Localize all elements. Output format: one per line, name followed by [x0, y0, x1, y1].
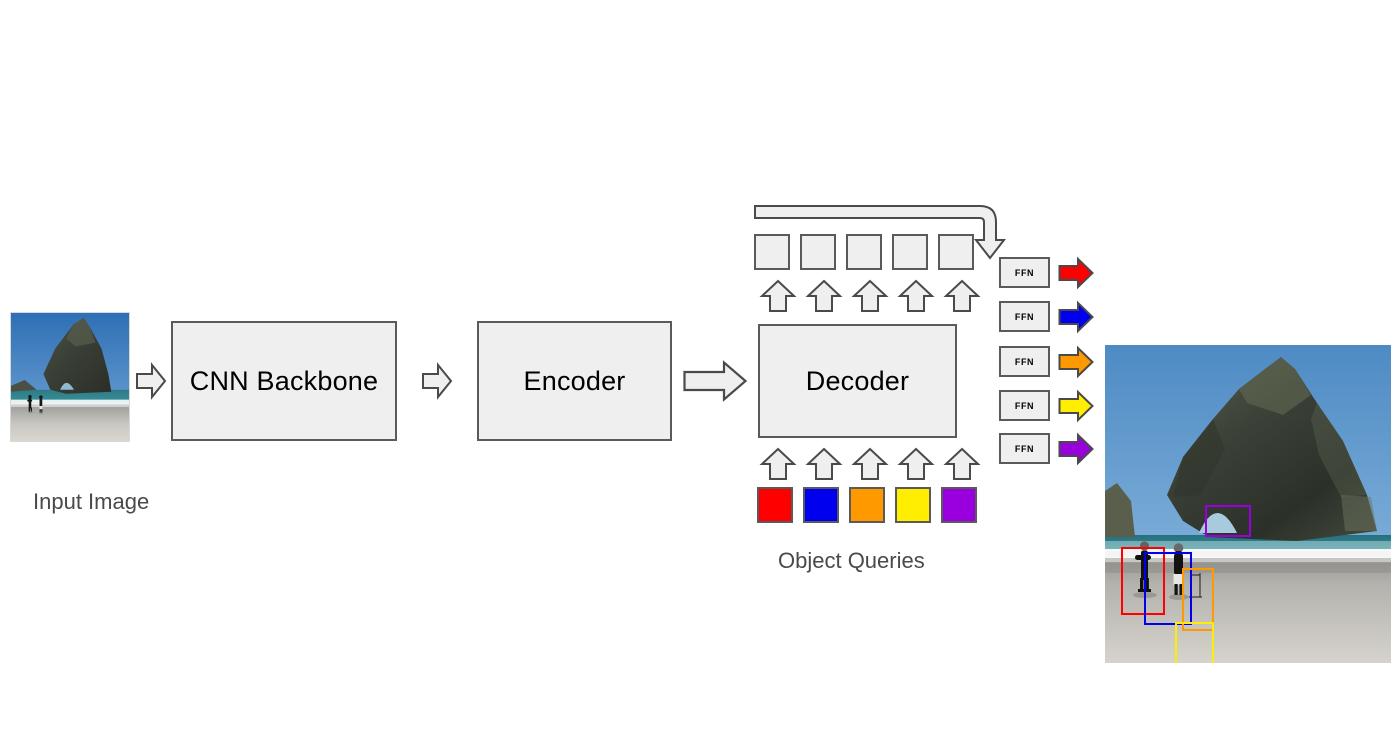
decoder-output-arrow-3-icon [851, 279, 889, 313]
decoder-output-embedding-1 [754, 234, 790, 270]
input-image-caption: Input Image [33, 489, 150, 514]
red-box [1120, 546, 1166, 616]
cnn-backbone-block[interactable]: CNN Backbone [171, 321, 397, 441]
ffn-block-1[interactable]: FFN [999, 257, 1050, 288]
decoder-feedback-arrow-icon [752, 202, 1007, 262]
prediction-arrow-1-icon [1058, 256, 1094, 289]
input-image [10, 312, 130, 442]
decoder-block[interactable]: Decoder [758, 324, 957, 438]
decoder-output-arrow-4-icon [897, 279, 935, 313]
ffn-block-5[interactable]: FFN [999, 433, 1050, 464]
prediction-arrow-4-icon [1058, 389, 1094, 422]
object-query-arrow-1-icon [759, 447, 797, 481]
arrow-cnn-to-encoder-icon [422, 362, 453, 400]
decoder-output-embedding-3 [846, 234, 882, 270]
decoder-output-embedding-2 [800, 234, 836, 270]
arrow-encoder-to-decoder-icon [683, 360, 748, 402]
yellow-box [1175, 621, 1214, 663]
output-image-with-predictions [1105, 345, 1391, 663]
decoder-output-arrow-5-icon [943, 279, 981, 313]
object-query-square-2[interactable] [803, 487, 839, 523]
ffn-block-4[interactable]: FFN [999, 390, 1050, 421]
input-image-artwork [11, 313, 129, 441]
object-query-square-1[interactable] [757, 487, 793, 523]
object-query-square-5[interactable] [941, 487, 977, 523]
arrow-image-to-cnn-icon [136, 362, 167, 400]
decoder-output-arrow-1-icon [759, 279, 797, 313]
decoder-output-arrow-2-icon [805, 279, 843, 313]
prediction-arrow-3-icon [1058, 345, 1094, 378]
purple-box [1205, 504, 1251, 537]
ffn-block-3[interactable]: FFN [999, 346, 1050, 377]
object-query-square-3[interactable] [849, 487, 885, 523]
orange-box [1182, 567, 1214, 632]
object-query-square-4[interactable] [895, 487, 931, 523]
ffn-block-2[interactable]: FFN [999, 301, 1050, 332]
object-query-arrow-3-icon [851, 447, 889, 481]
object-query-arrow-2-icon [805, 447, 843, 481]
object-query-arrow-5-icon [943, 447, 981, 481]
prediction-arrow-5-icon [1058, 432, 1094, 465]
encoder-block[interactable]: Encoder [477, 321, 672, 441]
blue-box [1143, 551, 1193, 625]
decoder-output-embedding-4 [892, 234, 928, 270]
object-query-arrow-4-icon [897, 447, 935, 481]
object-queries-caption: Object Queries [778, 548, 925, 573]
decoder-output-embedding-5 [938, 234, 974, 270]
prediction-arrow-2-icon [1058, 300, 1094, 333]
